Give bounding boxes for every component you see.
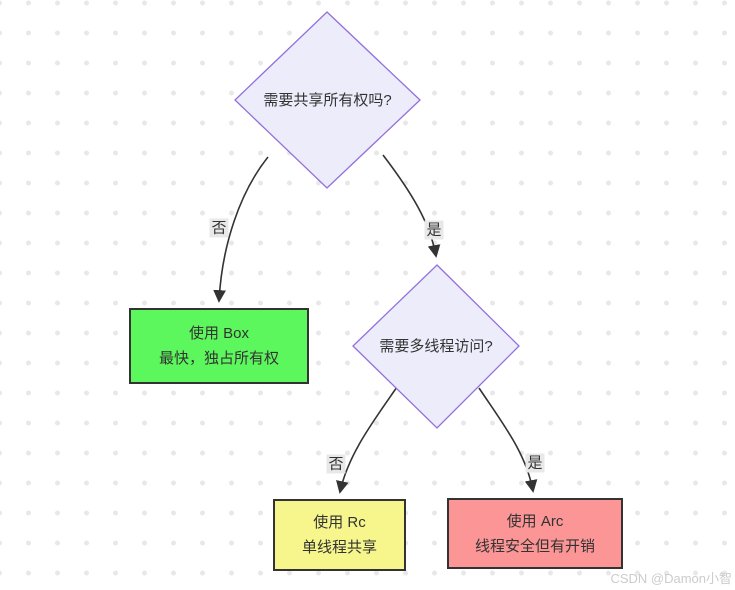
edge-label-yes-1: 是 [424,220,444,240]
edge-no-to-rc [336,386,398,494]
decision-share-ownership-shape [234,11,421,189]
decision-share-ownership-label: 需要共享所有权吗? [235,12,420,188]
result-rc-label: 使用 Rc 单线程共享 [274,500,405,570]
result-arc-line1: 使用 Arc [506,512,564,530]
edge-yes-to-decision2 [382,154,441,258]
edge-yes-to-arc [478,387,538,493]
decision-share-ownership-text: 需要共享所有权吗? [263,91,392,109]
edge-no-to-box [213,156,269,303]
decision-multithread-shape [352,264,520,429]
result-box-label: 使用 Box 最快，独占所有权 [130,309,308,383]
decision-multithread-text: 需要多线程访问? [379,338,493,355]
result-box-shape [129,308,309,384]
result-rc-shape [273,499,406,571]
result-arc-label: 使用 Arc 线程安全但有开销 [448,499,622,568]
decision-multithread-label: 需要多线程访问? [353,265,519,428]
result-box-line1: 使用 Box [188,325,249,342]
edge-label-no-1: 否 [209,218,229,238]
edge-label-no-2: 否 [326,454,346,474]
result-box-line2: 最快，独占所有权 [158,350,279,367]
edge-label-yes-2: 是 [525,453,545,473]
result-arc-line2: 线程安全但有开销 [474,537,595,555]
result-rc-line2: 单线程共享 [301,539,377,556]
result-rc-line1: 使用 Rc [313,514,366,531]
result-arc-shape [447,498,623,569]
watermark: CSDN @Damon小智 [610,571,732,586]
